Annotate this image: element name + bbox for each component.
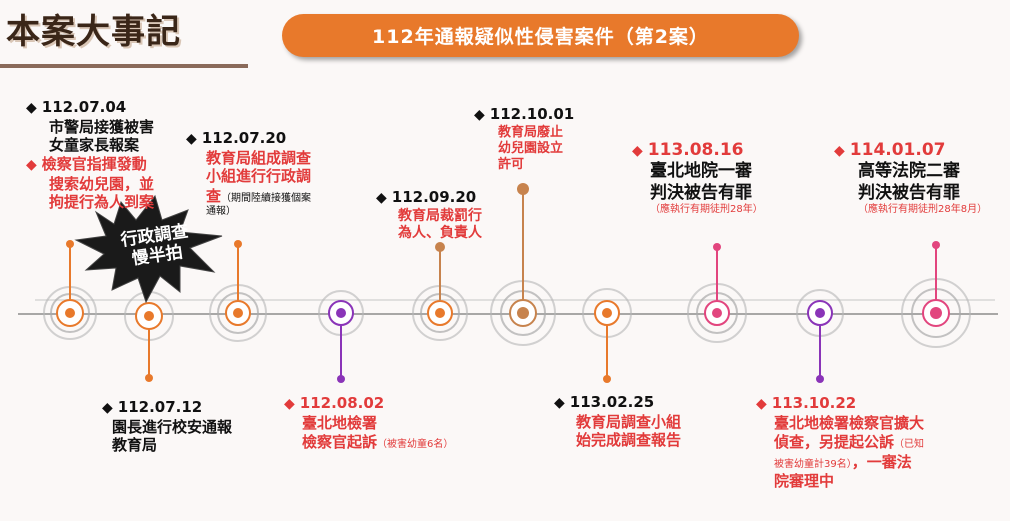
event-text: 女童家長報案: [49, 136, 140, 155]
event-text: 教育局調查小組: [576, 412, 682, 431]
node-113-08-16: [687, 243, 747, 343]
event-text: 臺北地檢署: [302, 413, 378, 432]
event-note: （期間陸續接獲個案: [221, 193, 312, 204]
event-note: （被害幼童6名）: [377, 439, 454, 451]
burst-shape: [74, 194, 223, 304]
event-113-08-16: ◆113.08.16 臺北地院一審 判決被告有罪 （應執行有期徒刑28年）: [632, 140, 763, 216]
event-text: 園長進行校安通報: [112, 417, 233, 436]
event-note: （應執行有期徒刑28年）: [650, 203, 763, 215]
event-text: 臺北地院一審: [650, 161, 752, 182]
event-text: 教育局組成調查: [206, 148, 312, 167]
event-text: 臺北地檢署檢察官擴大: [774, 413, 925, 432]
event-text: 為人、負責人: [398, 225, 482, 241]
event-text: 搜索幼兒園，並: [49, 174, 155, 193]
event-text: 高等法院二審: [858, 161, 960, 182]
event-date: 113.08.16: [647, 140, 744, 160]
node-112-09-20: [412, 242, 468, 341]
event-text: 教育局廢止: [498, 124, 564, 140]
event-note: （已知: [894, 439, 925, 451]
node-112-07-12: [124, 291, 174, 382]
event-text: 檢察官指揮發動: [41, 155, 147, 173]
diamond-icon: ◆: [632, 143, 643, 159]
event-date: 112.10.01: [489, 105, 575, 123]
event-112-07-20: ◆112.07.20 教育局組成調查 小組進行行政調 查（期間陸續接獲個案 通報…: [186, 128, 311, 219]
event-date: 114.01.07: [849, 140, 946, 160]
event-date: 112.07.12: [117, 398, 203, 416]
event-text: 判決被告有罪: [858, 182, 960, 203]
node-112-07-04: [43, 240, 97, 340]
event-note: （應執行有期徒刑28年8月）: [858, 203, 988, 215]
title-underline: [0, 64, 248, 68]
event-112-07-04: ◆112.07.04 市警局接獲被害 女童家長報案 ◆檢察官指揮發動 搜索幼兒園…: [26, 97, 154, 212]
event-date: 112.07.20: [201, 129, 287, 147]
event-113-02-25: ◆113.02.25 教育局調查小組 始完成調查報告: [554, 392, 681, 450]
diamond-icon: ◆: [186, 131, 197, 147]
diamond-icon: ◆: [376, 190, 387, 206]
diamond-icon: ◆: [26, 100, 37, 116]
subtitle-banner: 112年通報疑似性侵害案件（第2案）: [282, 14, 799, 57]
event-text: 教育局裁罰行: [398, 207, 482, 224]
event-text: 偵查，另提起公訴: [774, 433, 895, 452]
node-112-10-01: [490, 183, 556, 346]
event-text: 市警局接獲被害: [49, 117, 155, 136]
node-113-02-25: [582, 288, 632, 383]
event-text: 教育局: [112, 436, 158, 455]
diamond-icon: ◆: [834, 143, 845, 159]
event-112-09-20: ◆112.09.20 教育局裁罰行 為人、負責人: [376, 187, 482, 243]
timeline-axis: [18, 299, 998, 315]
diamond-icon: ◆: [284, 396, 295, 412]
node-114-01-07: [901, 241, 971, 348]
event-date: 112.09.20: [391, 188, 477, 206]
event-text: 拘提行為人到案: [49, 193, 155, 212]
event-text: ，一審法: [851, 453, 912, 472]
event-text: 始完成調查報告: [576, 431, 682, 450]
event-112-10-01: ◆112.10.01 教育局廢止 幼兒園設立 許可: [474, 104, 574, 173]
event-112-08-02: ◆112.08.02 臺北地檢署 檢察官起訴（被害幼童6名）: [284, 393, 453, 452]
event-text: 幼兒園設立: [498, 140, 564, 156]
diamond-icon: ◆: [756, 396, 767, 412]
event-112-07-12: ◆112.07.12 園長進行校安通報 教育局: [102, 397, 232, 455]
diamond-icon: ◆: [554, 395, 565, 411]
node-113-10-22: [796, 289, 844, 383]
event-date: 112.07.04: [41, 98, 127, 116]
event-text: 查: [206, 187, 222, 205]
event-text: 判決被告有罪: [650, 182, 752, 203]
event-text: 許可: [498, 157, 525, 172]
event-114-01-07: ◆114.01.07 高等法院二審 判決被告有罪 （應執行有期徒刑28年8月）: [834, 140, 987, 216]
page-title: 本案大事記: [6, 12, 181, 52]
diamond-icon: ◆: [474, 107, 485, 123]
subtitle-text: 112年通報疑似性侵害案件（第2案）: [372, 26, 709, 48]
event-text: 院審理中: [774, 472, 835, 491]
diamond-icon: ◆: [26, 157, 37, 173]
event-note: 被害幼童計39名）: [774, 459, 852, 471]
node-112-08-02: [318, 290, 364, 383]
event-date: 113.02.25: [569, 393, 655, 411]
event-text: 檢察官起訴: [302, 433, 378, 452]
node-112-07-20: [209, 240, 267, 342]
event-date: 112.08.02: [299, 394, 385, 412]
diamond-icon: ◆: [102, 400, 113, 416]
event-text: 小組進行行政調: [206, 167, 312, 186]
event-date: 113.10.22: [771, 394, 857, 412]
event-note: 通報）: [206, 206, 236, 217]
event-113-10-22: ◆113.10.22 臺北地檢署檢察官擴大 偵查，另提起公訴（已知 被害幼童計3…: [756, 393, 924, 491]
